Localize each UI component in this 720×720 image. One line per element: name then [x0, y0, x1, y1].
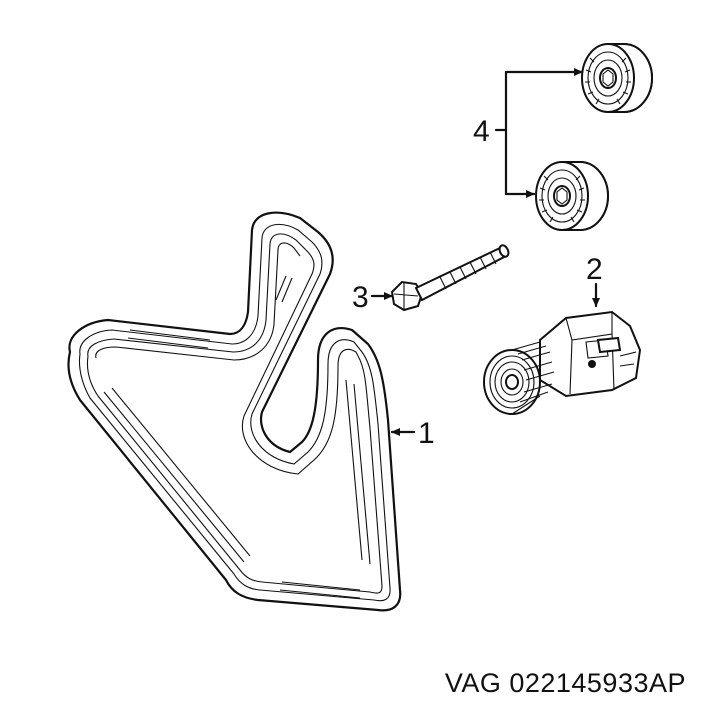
idler-pulley-lower	[535, 161, 610, 231]
idler-pulley-upper	[581, 43, 654, 113]
part-number-caption: VAG 022145933AP	[444, 668, 686, 698]
bolt	[390, 244, 510, 312]
callout-tensioner: 2	[586, 253, 603, 286]
callout-belt: 1	[418, 417, 435, 450]
leader-lines	[370, 68, 600, 436]
callout-bolt: 3	[352, 281, 369, 314]
belt-tensioner	[483, 310, 642, 415]
serpentine-belt	[67, 211, 402, 612]
callout-idlers: 4	[473, 115, 490, 148]
